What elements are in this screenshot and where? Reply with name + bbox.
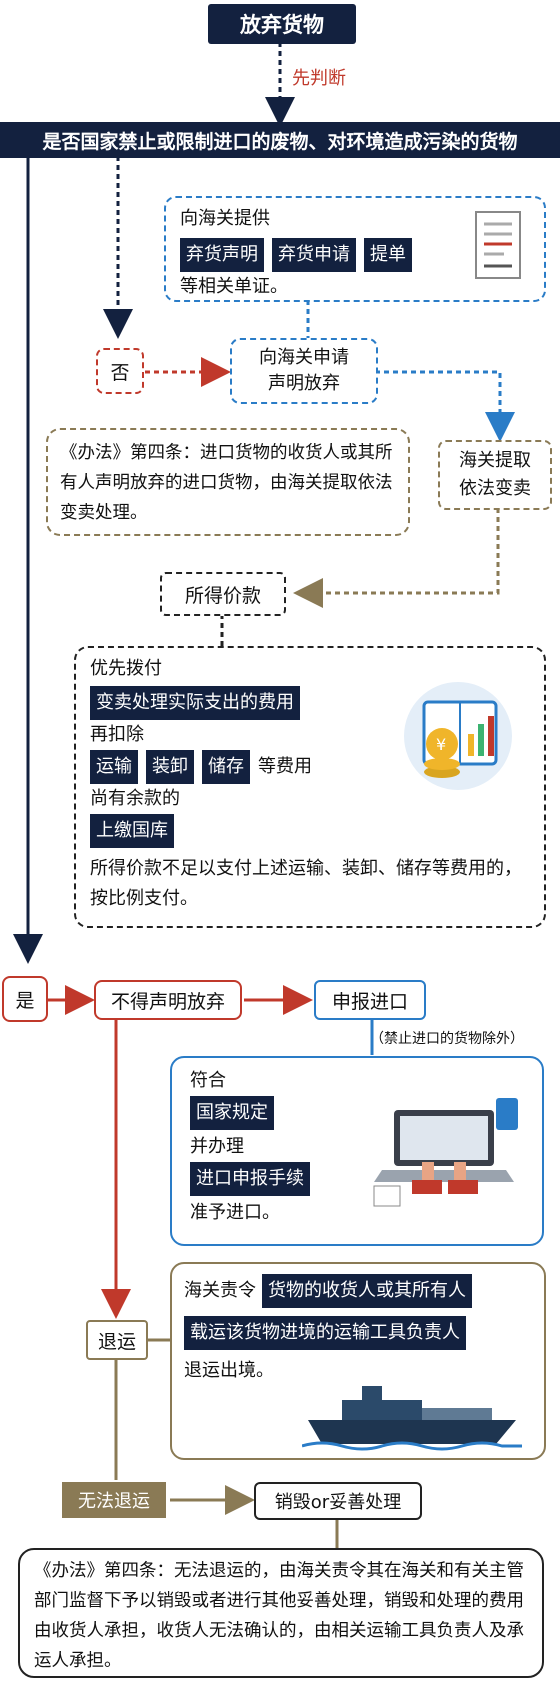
payment-first-item: 变卖处理实际支出的费用: [90, 686, 300, 720]
extract-line1: 海关提取: [459, 450, 531, 471]
judge-label: 先判断: [292, 68, 346, 89]
declare-import-box: 申报进口: [314, 980, 426, 1020]
extract-sell-box: 海关提取 依法变卖: [438, 440, 552, 510]
apply-abandon-box: 向海关申请 声明放弃: [230, 338, 378, 404]
yes-label: 是: [2, 976, 48, 1022]
document-icon: [475, 211, 521, 279]
apply-line2: 声明放弃: [268, 373, 340, 394]
payment-box: 优先拨付 变卖处理实际支出的费用 再扣除 运输装卸储存等费用 尚有余款的 上缴国…: [74, 646, 546, 928]
fee-transport: 运输: [90, 750, 138, 784]
payment-remain: 尚有余款的: [90, 788, 180, 809]
rule-note-box: 《办法》第四条：进口货物的收货人或其所有人声明放弃的进口货物，由海关提取依法变卖…: [46, 428, 410, 536]
payment-first: 优先拨付: [90, 658, 162, 679]
order-carrier: 载运该货物进境的运输工具负责人: [184, 1316, 466, 1350]
conform-l5: 准予进口。: [190, 1202, 280, 1223]
no-abandon-box: 不得声明放弃: [94, 980, 242, 1020]
question-bar: 是否国家禁止或限制进口的废物、对环境造成污染的货物: [0, 122, 560, 158]
conform-l3: 并办理: [190, 1136, 244, 1157]
payment-then: 再扣除: [90, 724, 144, 745]
payment-remain-item: 上缴国库: [90, 814, 174, 848]
payment-note: 所得价款不足以支付上述运输、装卸、储存等费用的，按比例支付。: [90, 858, 522, 909]
payment-then-suffix: 等费用: [258, 756, 312, 777]
return-order-box: 海关责令货物的收货人或其所有人 载运该货物进境的运输工具负责人 退运出境。: [170, 1262, 546, 1460]
laptop-work-icon: [373, 1098, 518, 1207]
doc-abandon-application: 弃货申请: [272, 238, 356, 272]
conform-box: 符合 国家规定 并办理 进口申报手续 准予进口。: [170, 1056, 544, 1246]
doc-abandon-statement: 弃货声明: [180, 238, 264, 272]
no-label: 否: [96, 348, 144, 394]
order-l3: 退运出境。: [184, 1360, 274, 1381]
cannot-return-box: 无法退运: [62, 1482, 166, 1518]
order-consignee: 货物的收货人或其所有人: [262, 1274, 472, 1308]
conform-declaration: 进口申报手续: [190, 1162, 310, 1196]
return-box: 退运: [86, 1320, 148, 1360]
extract-line2: 依法变卖: [459, 478, 531, 499]
order-l1: 海关责令: [184, 1280, 256, 1301]
svg-text:¥: ¥: [436, 735, 446, 754]
finance-book-icon: ¥: [404, 682, 512, 790]
final-note-box: 《办法》第四条：无法退运的，由海关责令其在海关和有关主管部门监督下予以销毁或者进…: [18, 1548, 544, 1678]
doc-bill-of-lading: 提单: [364, 238, 412, 272]
fee-storage: 储存: [202, 750, 250, 784]
ship-icon: [302, 1386, 522, 1451]
conform-national-rules: 国家规定: [190, 1096, 274, 1130]
provide-intro: 向海关提供: [180, 208, 270, 229]
declare-note: （禁止进口的货物除外）: [370, 1031, 524, 1047]
apply-line1: 向海关申请: [259, 347, 349, 368]
proceeds-box: 所得价款: [160, 572, 286, 616]
fee-handling: 装卸: [146, 750, 194, 784]
conform-l1: 符合: [190, 1070, 226, 1091]
destroy-box: 销毁or妥善处理: [254, 1482, 422, 1520]
provide-suffix: 等相关单证。: [180, 276, 288, 297]
provide-docs-box: 向海关提供 弃货声明弃货申请提单 等相关单证。: [164, 196, 546, 302]
page-title: 放弃货物: [208, 4, 356, 44]
